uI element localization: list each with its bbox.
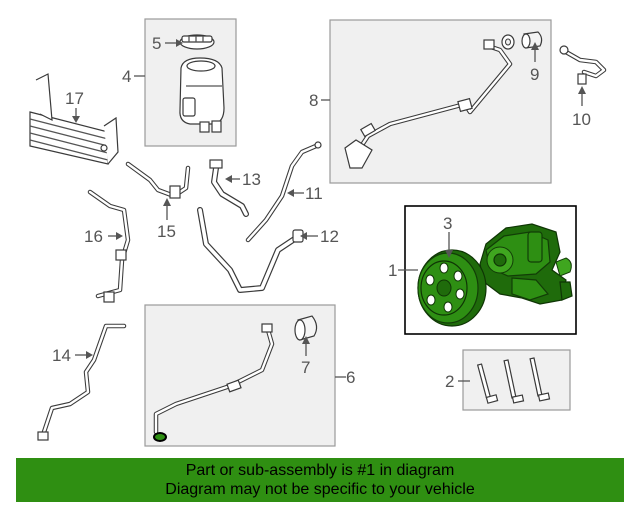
pressure-hose[interactable] — [344, 39, 513, 169]
banner-line-2: Diagram may not be specific to your vehi… — [165, 481, 475, 498]
callout-2: 2 — [445, 372, 454, 391]
callout-9: 9 — [530, 65, 539, 84]
o-ring[interactable] — [501, 34, 515, 50]
hose-11[interactable] — [245, 141, 322, 243]
callout-15: 15 — [157, 222, 176, 241]
return-hose-6[interactable] — [153, 323, 275, 435]
callout-11: 11 — [305, 184, 323, 203]
callout-1: 1 — [388, 261, 397, 280]
oil-cooler[interactable] — [29, 73, 119, 165]
return-hose-13[interactable] — [209, 159, 249, 217]
callout-3: 3 — [443, 214, 452, 233]
callout-8: 8 — [309, 91, 318, 110]
callout-12: 12 — [320, 227, 339, 246]
bolts[interactable] — [476, 357, 551, 404]
callout-14: 14 — [52, 346, 71, 365]
callout-5: 5 — [152, 34, 161, 53]
fitting-9[interactable] — [521, 31, 543, 49]
reservoir[interactable] — [179, 57, 225, 133]
tube-16[interactable] — [87, 189, 131, 303]
leader-lines — [72, 39, 586, 382]
info-banner: Part or sub-assembly is #1 in diagram Di… — [16, 458, 624, 502]
callout-13: 13 — [242, 170, 261, 189]
power-steering-pump[interactable] — [479, 223, 573, 305]
callout-4: 4 — [122, 67, 131, 86]
reservoir-cap[interactable] — [179, 34, 215, 50]
o-ring-6[interactable] — [153, 432, 167, 442]
return-hose-main[interactable] — [197, 207, 299, 293]
callout-10: 10 — [572, 110, 591, 129]
cooler-tube[interactable] — [559, 45, 607, 85]
callout-16: 16 — [84, 227, 103, 246]
suction-hose-15[interactable] — [125, 161, 191, 199]
callout-17: 17 — [65, 89, 84, 108]
callout-7: 7 — [301, 358, 310, 377]
tube-14[interactable] — [37, 323, 127, 441]
bushing[interactable] — [294, 315, 318, 341]
callout-6: 6 — [346, 368, 355, 387]
pump-pulley[interactable] — [417, 249, 487, 327]
banner-line-1: Part or sub-assembly is #1 in diagram — [185, 462, 455, 479]
